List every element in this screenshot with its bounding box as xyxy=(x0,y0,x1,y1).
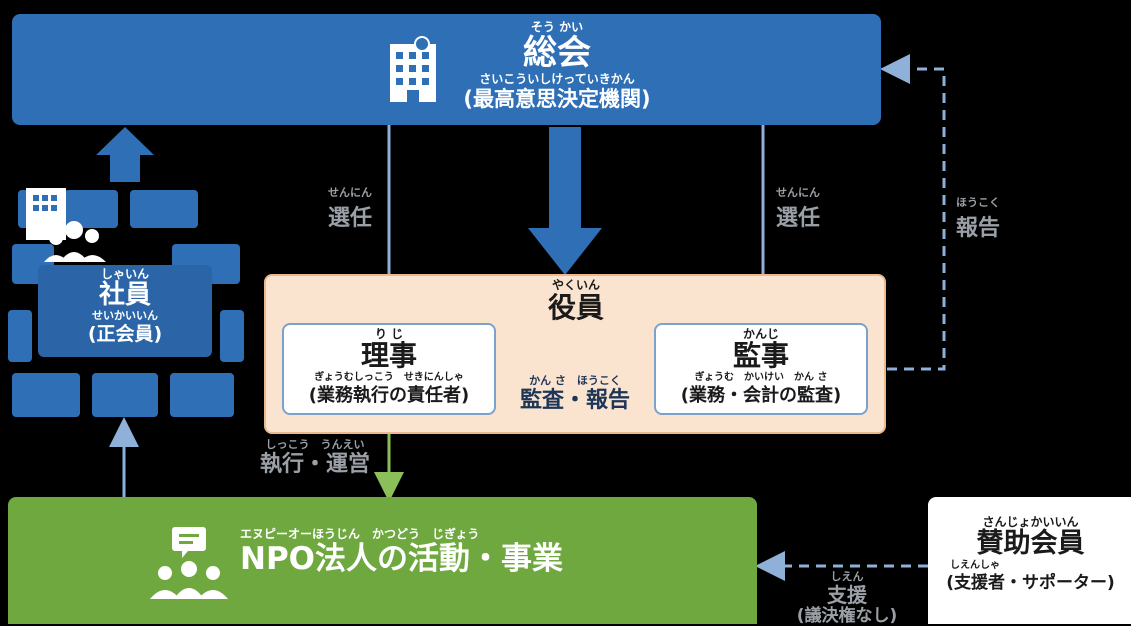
kansa-ruby: かん さ ほうこく xyxy=(529,374,621,387)
kanji-sub: (業務・会計の監査) xyxy=(680,385,842,406)
senin-right-ruby: せんにん xyxy=(776,186,820,199)
senin-left-text: 選任 xyxy=(327,206,372,231)
kanji-sub-ruby: ぎょうむ かいけい かん さ xyxy=(694,372,828,383)
soukai-ruby: そう かい xyxy=(530,20,584,34)
sanjo-sub: (支援者・サポーター) xyxy=(946,573,1115,593)
npo-box: エヌピーオーほうじん かつどう じぎょう NPO法人の活動・事業 xyxy=(8,497,757,624)
sanjo-sub-ruby: しえんしゃ xyxy=(950,560,1000,571)
sanjo-ruby: さんじょかいいん xyxy=(982,515,1079,529)
shien-label: しえん 支援 (議決権なし) xyxy=(772,570,922,626)
shien-sub: (議決権なし) xyxy=(796,606,898,626)
building-icon xyxy=(390,36,436,102)
houkoku-text: 報告 xyxy=(955,216,1000,241)
arrow-shain-soukai xyxy=(96,127,154,182)
soukai-sub-ruby: さいこういしけっていきかん xyxy=(479,72,635,86)
shain-box: しゃいん 社員 せいかいいん (正会員) xyxy=(38,265,212,357)
houkoku-label: ほうこく 報告 xyxy=(948,196,1008,242)
shain-title: 社員 xyxy=(98,280,151,310)
riji-title: 理事 xyxy=(360,339,417,372)
npo-ruby: エヌピーオーほうじん かつどう じぎょう xyxy=(240,527,480,541)
shain-ruby: しゃいん xyxy=(100,267,149,281)
riji-box: り じ 理事 ぎょうむしっこう せきにんしゃ (業務執行の責任者) xyxy=(282,323,496,415)
arrow-houkoku xyxy=(870,54,946,371)
riji-ruby: り じ xyxy=(374,327,404,341)
arrow-soukai-yakuin xyxy=(528,127,602,275)
kansa-label: かん さ ほうこく 監査・報告 xyxy=(510,374,640,414)
soukai-box: そう かい 総会 さいこういしけっていきかん (最高意思決定機関) xyxy=(12,14,881,125)
shien-ruby: しえん xyxy=(830,570,864,583)
senin-right-label: せんにん 選任 xyxy=(768,186,828,232)
shikkou-label: しっこう うんえい 執行・運営 xyxy=(250,438,380,478)
senin-right-text: 選任 xyxy=(775,206,820,231)
sanjo-box: さんじょかいいん 賛助会員 しえんしゃ (支援者・サポーター) xyxy=(928,497,1131,624)
shien-text: 支援 xyxy=(827,583,867,607)
shikkou-ruby: しっこう うんえい xyxy=(265,438,365,451)
soukai-sub: (最高意思決定機関) xyxy=(463,87,651,111)
npo-title: NPO法人の活動・事業 xyxy=(240,541,564,577)
soukai-title: 総会 xyxy=(523,33,591,73)
shain-sub-ruby: せいかいいん xyxy=(92,309,158,322)
kanji-title: 監事 xyxy=(732,339,789,372)
shain-sub: (正会員) xyxy=(87,323,163,345)
senin-left-ruby: せんにん xyxy=(328,186,372,199)
people-icon xyxy=(26,188,106,262)
riji-sub-ruby: ぎょうむしっこう せきにんしゃ xyxy=(314,372,464,383)
kansa-text: 監査・報告 xyxy=(519,388,630,413)
shikkou-text: 執行・運営 xyxy=(259,452,370,477)
riji-sub: (業務執行の責任者) xyxy=(308,385,470,406)
kanji-box: かんじ 監事 ぎょうむ かいけい かん さ (業務・会計の監査) xyxy=(654,323,868,415)
group-chat-icon xyxy=(150,527,228,599)
yakuin-title: 役員 xyxy=(547,291,604,324)
houkoku-ruby: ほうこく xyxy=(956,196,1000,209)
yakuin-ruby: やくいん xyxy=(551,278,600,292)
sanjo-title: 賛助会員 xyxy=(976,528,1085,559)
kanji-ruby: かんじ xyxy=(742,327,779,341)
senin-left-label: せんにん 選任 xyxy=(320,186,380,232)
